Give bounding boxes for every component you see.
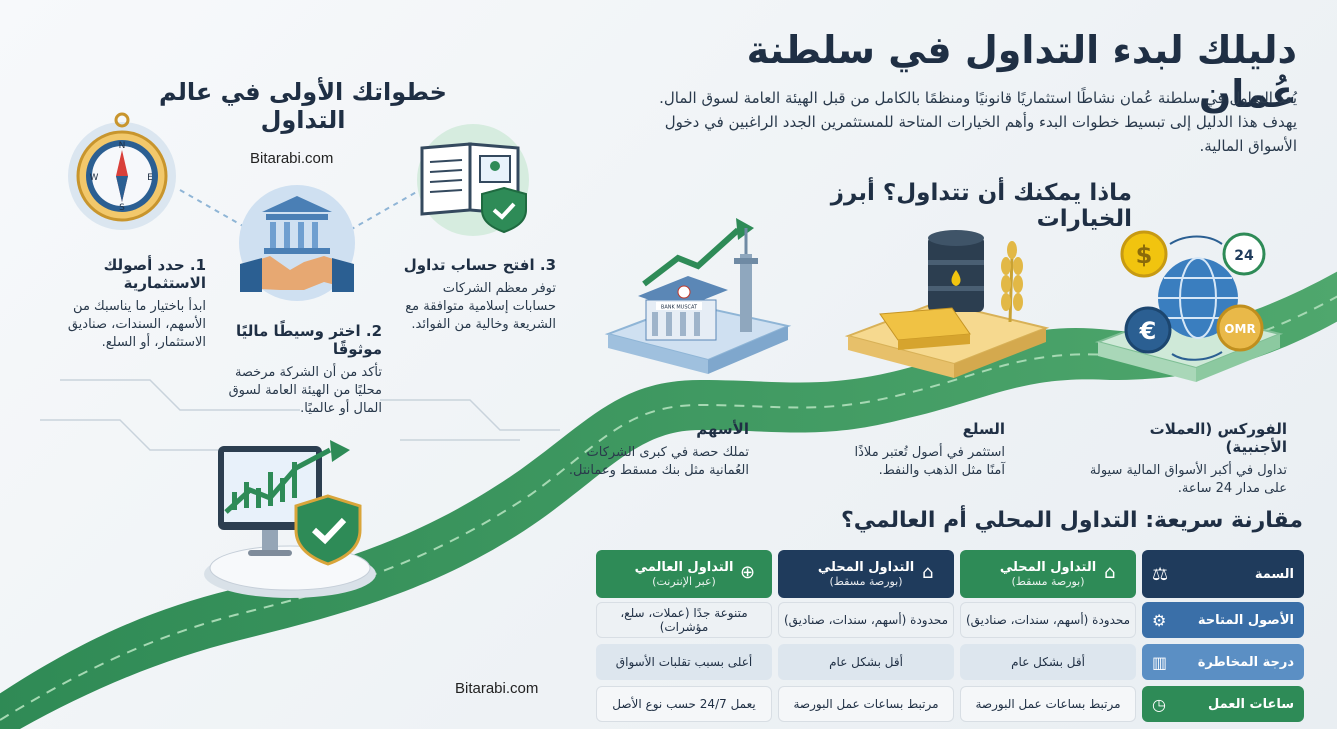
compare-row-risk-text: درجة المخاطرة [1197, 654, 1294, 670]
compare-cell: مرتبط بساعات عمل البورصة [960, 686, 1136, 722]
options-title: ماذا يمكنك أن تتداول؟ أبرز الخيارات [830, 180, 1132, 232]
step-1-desc: ابدأ باختيار ما يناسبك من الأسهم، السندا… [67, 299, 206, 350]
option-forex: الفوركس (العملات الأجنبية) تداول في أكبر… [1087, 420, 1287, 498]
step-3-desc: توفر معظم الشركات حسابات إسلامية متوافقة… [405, 281, 556, 332]
option-stocks: الأسهم تملك حصة في كبرى الشركات العُماني… [564, 420, 749, 480]
compare-header-local-2-label: التداول المحلي [817, 560, 915, 575]
compare-cell: متنوعة جدًا (عملات، سلع، مؤشرات) [596, 602, 772, 638]
compare-header-global-sub: (عبر الإنترنت) [652, 575, 716, 588]
compare-header-global-label: التداول العالمي [634, 560, 734, 575]
svg-text:E: E [147, 173, 153, 183]
page-title: دليلك لبدء التداول في سلطنة عُمان [746, 28, 1297, 116]
compare-header-global: التداول العالمي (عبر الإنترنت) [596, 550, 772, 598]
building-icon: ⌂ [1104, 562, 1116, 583]
commodities-platform-icon [844, 230, 1050, 378]
globe-icon: ⊕ [740, 562, 756, 583]
compare-row-assets-label: الأصول المتاحة ⚙ [1142, 602, 1304, 638]
scale-icon: ⚖ [1152, 563, 1169, 585]
bank-handshake-icon [239, 185, 355, 301]
bar-chart-icon: ▥ [1152, 652, 1168, 672]
watermark-top: Bitarabi.com [250, 150, 334, 167]
option-forex-title: الفوركس (العملات الأجنبية) [1149, 420, 1287, 456]
step-2: 2. اختر وسيطًا ماليًا موثوقًا تأكد من أن… [212, 322, 382, 418]
compass-icon: N S W E [68, 112, 176, 230]
svg-text:N: N [119, 141, 126, 151]
hours-symbol: 24 [1234, 248, 1254, 264]
stocks-platform-icon: BANK MUSCAT [604, 218, 792, 374]
compare-header-local-1-sub: (بورصة مسقط) [1011, 575, 1085, 588]
step-1: 1. حدد أصولك الاستثمارية ابدأ باختيار ما… [36, 256, 206, 352]
euro-symbol: € [1139, 317, 1157, 345]
option-commodities-desc: استثمر في أصول تُعتبر ملاذًا آمنًا مثل ا… [854, 445, 1005, 478]
intro-text: يُعد التداول في سلطنة عُمان نشاطًا استثم… [659, 89, 1297, 155]
compare-header-attribute: السمة ⚖ [1142, 550, 1304, 598]
compare-header-local-2: التداول المحلي (بورصة مسقط) [778, 550, 954, 598]
compare-cell: محدودة (أسهم، سندات، صناديق) [960, 602, 1136, 638]
compare-header-local-2-sub: (بورصة مسقط) [829, 575, 903, 588]
step-3: 3. افتح حساب تداول توفر معظم الشركات حسا… [396, 256, 556, 334]
compare-header-attribute-label: السمة [1254, 566, 1294, 582]
compare-row-hours-text: ساعات العمل [1207, 696, 1294, 712]
step-3-title: 3. افتح حساب تداول [403, 256, 556, 274]
compare-row-risk-label: درجة المخاطرة ▥ [1142, 644, 1304, 680]
bank-muscat-sign: BANK MUSCAT [661, 305, 698, 311]
compare-cell: أقل بشكل عام [960, 644, 1136, 680]
dollar-symbol: $ [1136, 241, 1153, 269]
option-stocks-desc: تملك حصة في كبرى الشركات العُمانية مثل ب… [568, 445, 749, 478]
step-2-title: 2. اختر وسيطًا ماليًا موثوقًا [236, 322, 382, 358]
compare-cell: أعلى بسبب تقلبات الأسواق [596, 644, 772, 680]
option-forex-desc: تداول في أكبر الأسواق المالية سيولة على … [1089, 463, 1287, 496]
svg-text:W: W [90, 173, 99, 183]
compare-cell: محدودة (أسهم، سندات، صناديق) [778, 602, 954, 638]
option-commodities-title: السلع [962, 420, 1005, 438]
compare-cell: يعمل 24/7 حسب نوع الأصل [596, 686, 772, 722]
compare-cell: مرتبط بساعات عمل البورصة [778, 686, 954, 722]
steps-title: خطواتك الأولى في عالم التداول [159, 78, 447, 134]
account-book-shield-icon [417, 124, 529, 236]
clock-icon: ◷ [1152, 694, 1166, 714]
assets-icon: ⚙ [1152, 610, 1167, 630]
step-1-title: 1. حدد أصولك الاستثمارية [103, 256, 206, 292]
step-2-desc: تأكد من أن الشركة مرخصة محليًا من الهيئة… [228, 365, 382, 416]
watermark-bottom: Bitarabi.com [455, 680, 539, 697]
omr-symbol: OMR [1224, 322, 1255, 336]
building-icon: ⌂ [922, 562, 934, 583]
forex-platform-icon: $ 24 € OMR [1094, 230, 1284, 382]
compare-header-local-1: التداول المحلي (بورصة مسقط) [960, 550, 1136, 598]
svg-text:S: S [119, 203, 125, 213]
compare-header-local-1-label: التداول المحلي [999, 560, 1097, 575]
trading-monitor-shield-icon [204, 440, 376, 598]
option-stocks-title: الأسهم [696, 420, 749, 438]
compare-row-hours-label: ساعات العمل ◷ [1142, 686, 1304, 722]
compare-title: مقارنة سريعة: التداول المحلي أم العالمي؟ [840, 508, 1303, 533]
option-commodities: السلع استثمر في أصول تُعتبر ملاذًا آمنًا… [845, 420, 1005, 480]
compare-row-assets-text: الأصول المتاحة [1197, 612, 1294, 628]
compare-cell: أقل بشكل عام [778, 644, 954, 680]
